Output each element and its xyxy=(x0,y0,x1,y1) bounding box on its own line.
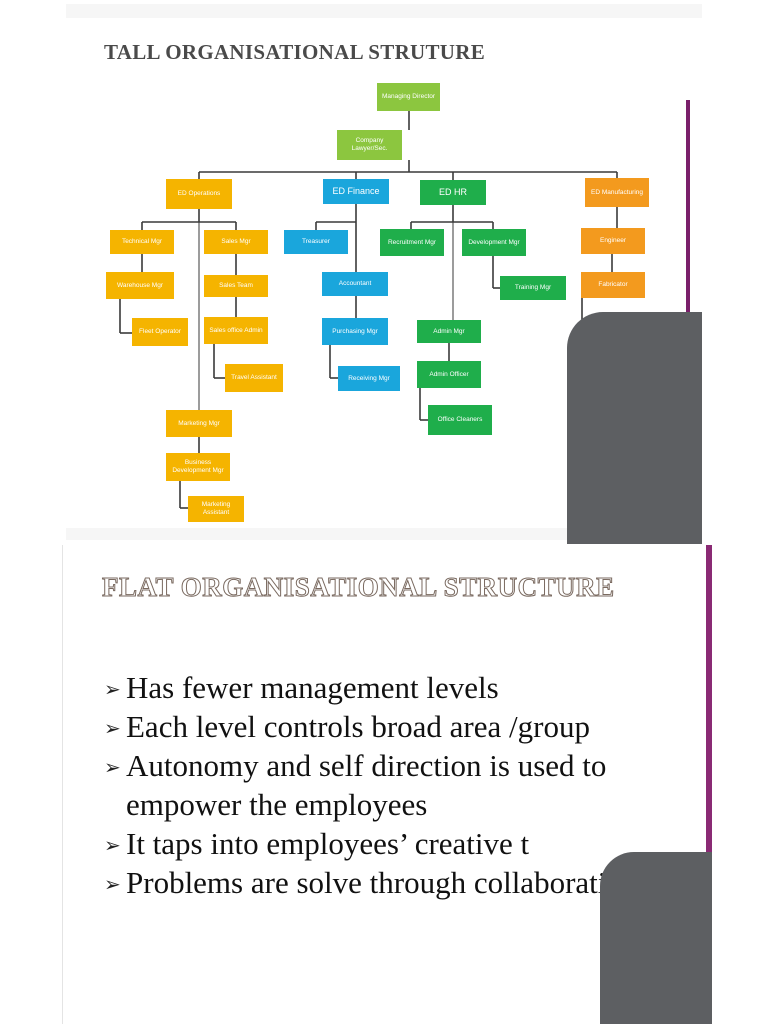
tall-structure-title: TALL ORGANISATIONAL STRUTURE xyxy=(104,40,486,64)
org-node-training-mgr: Training Mgr xyxy=(500,276,566,300)
org-node-office-cleaners: Office Cleaners xyxy=(428,405,492,435)
org-node-marketing-assistant: Marketing Assistant xyxy=(188,496,244,522)
org-node-engineer: Engineer xyxy=(581,228,645,254)
arrow-bullet-icon: ➢ xyxy=(104,874,121,897)
org-node-sales-mgr: Sales Mgr xyxy=(204,230,268,254)
org-node-managing-director: Managing Director xyxy=(377,83,440,111)
org-node-fabricator: Fabricator xyxy=(581,272,645,298)
org-node-warehouse-mgr: Warehouse Mgr xyxy=(106,272,174,299)
org-node-sales-team: Sales Team xyxy=(204,275,268,297)
org-node-business-development-mgr: Business Development Mgr xyxy=(166,453,230,481)
bullet-item: ➢It taps into employees’ creative t xyxy=(104,826,530,862)
slide-edge-accent-2 xyxy=(706,545,712,865)
org-node-ed-operations: ED Operations xyxy=(166,179,232,209)
arrow-bullet-icon: ➢ xyxy=(104,835,121,858)
arrow-bullet-icon: ➢ xyxy=(104,679,121,701)
org-node-fleet-operator: Fleet Operator xyxy=(132,318,188,346)
org-node-travel-assistant: Travel Assistant xyxy=(225,364,283,392)
org-node-marketing-mgr: Marketing Mgr xyxy=(166,410,232,437)
gray-overlay-block-lower xyxy=(600,852,712,1024)
org-node-admin-officer: Admin Officer xyxy=(417,361,481,388)
bullet-item: ➢Autonomy and self direction is used to … xyxy=(104,748,607,823)
org-node-ed-hr: ED HR xyxy=(420,180,486,205)
arrow-bullet-icon: ➢ xyxy=(104,718,121,741)
org-node-treasurer: Treasurer xyxy=(284,230,348,254)
bullet-item: ➢Problems are solve through collaboratio… xyxy=(104,865,658,901)
org-node-recruitment-mgr: Recruitment Mgr xyxy=(380,229,444,256)
org-node-admin-mgr: Admin Mgr xyxy=(417,320,481,343)
flat-structure-bullet-list: ➢Has fewer management levels ➢Each level… xyxy=(104,668,704,902)
gray-overlay-block xyxy=(567,312,702,544)
bullet-item: ➢Has fewer management levels xyxy=(104,670,499,705)
org-node-sales-office-admin: Sales office Admin xyxy=(204,317,268,344)
bullet-item: ➢Each level controls broad area /group xyxy=(104,709,590,745)
flat-structure-title: FLAT ORGANISATIONAL STRUCTURE xyxy=(102,572,615,603)
arrow-bullet-icon: ➢ xyxy=(104,757,121,780)
org-node-development-mgr: Development Mgr xyxy=(462,229,526,256)
org-node-accountant: Accountant xyxy=(322,272,388,296)
org-node-receiving-mgr: Receiving Mgr xyxy=(338,366,400,391)
org-node-ed-finance: ED Finance xyxy=(323,179,389,204)
slide-edge-accent xyxy=(686,100,690,520)
org-node-ed-manufacturing: ED Manufacturing xyxy=(585,178,649,207)
org-node-purchasing-mgr: Purchasing Mgr xyxy=(322,318,388,345)
org-node-technical-mgr: Technical Mgr xyxy=(110,230,174,254)
org-node-company-lawyer: Company Lawyer/Sec. xyxy=(337,130,402,160)
